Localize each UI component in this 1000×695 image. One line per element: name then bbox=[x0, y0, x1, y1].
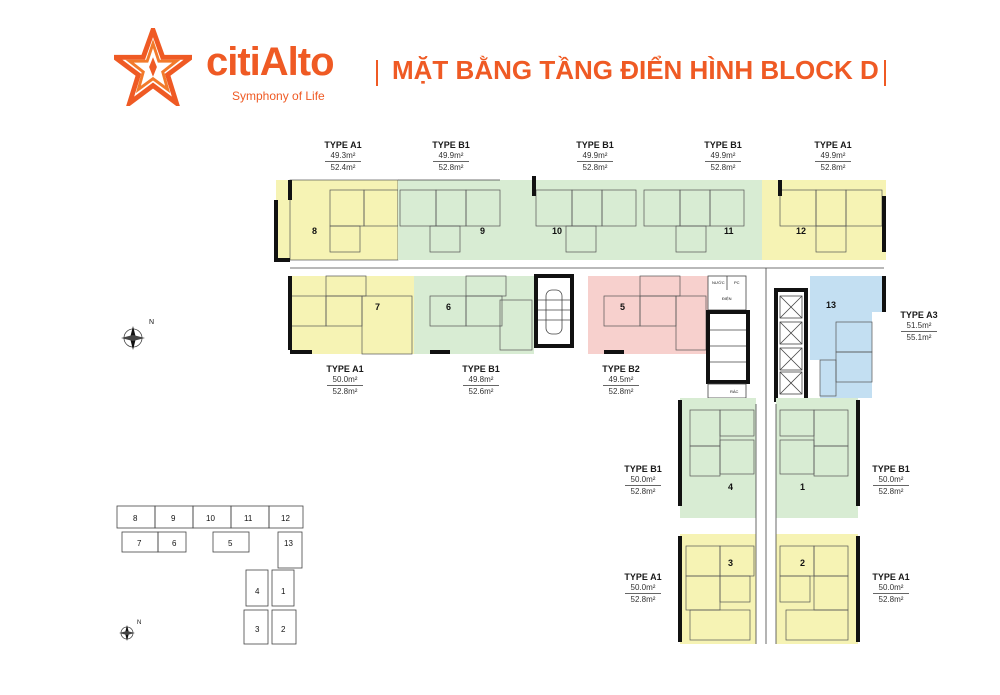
compass-north-label: N bbox=[149, 319, 154, 326]
apartment-number: 2 bbox=[800, 558, 805, 568]
apartment-3[interactable]: 3 bbox=[678, 534, 756, 644]
apartment-number: 9 bbox=[480, 226, 485, 236]
apartment-number: 3 bbox=[728, 558, 733, 568]
key-plan-label: 9 bbox=[171, 514, 176, 523]
unit-label-6: TYPE B1 49.8m² 52.6m² bbox=[462, 364, 500, 397]
title-divider-left bbox=[376, 60, 378, 86]
electric-room-label: ĐIỆN bbox=[722, 296, 732, 301]
compass-small-north-label: N bbox=[137, 620, 141, 626]
apartment-11[interactable]: 11 bbox=[638, 180, 762, 260]
apartment-number: 10 bbox=[552, 226, 562, 236]
citialto-star-logo bbox=[114, 28, 192, 106]
unit-label-1: TYPE B1 50.0m² 52.8m² bbox=[872, 464, 910, 497]
unit-label-8: TYPE A1 49.3m² 52.4m² bbox=[324, 140, 362, 173]
apartment-7[interactable]: 7 bbox=[288, 275, 414, 355]
key-plan-label: 7 bbox=[137, 539, 142, 548]
apartment-number: 11 bbox=[724, 226, 734, 236]
water-room-label: NƯỚC bbox=[712, 280, 725, 285]
unit-label-2: TYPE A1 50.0m² 52.8m² bbox=[872, 572, 910, 605]
apartment-number: 12 bbox=[796, 226, 806, 236]
key-plan-label: 13 bbox=[284, 539, 293, 548]
page-title: MẶT BẰNG TẦNG ĐIỂN HÌNH BLOCK D bbox=[392, 55, 879, 85]
elevator-core bbox=[774, 288, 808, 402]
apartment-12[interactable]: 12 bbox=[762, 180, 886, 260]
apartment-number: 1 bbox=[800, 482, 805, 492]
apartment-number: 4 bbox=[728, 482, 733, 492]
key-plan-label: 8 bbox=[133, 514, 138, 523]
apartment-number: 13 bbox=[826, 300, 836, 310]
brand-tagline: Symphony of Life bbox=[232, 89, 325, 103]
corridor bbox=[290, 267, 884, 644]
technical-core: NƯỚC PC ĐIỆN RÁC bbox=[706, 275, 750, 399]
apartment-number: 8 bbox=[312, 226, 317, 236]
compass-small-icon: N bbox=[119, 620, 141, 641]
compass-icon: N bbox=[121, 319, 154, 350]
apartment-number: 5 bbox=[620, 302, 625, 312]
trash-room-label: RÁC bbox=[730, 389, 739, 394]
apartment-9[interactable]: 9 bbox=[398, 179, 518, 260]
apartment-4[interactable]: 4 bbox=[678, 398, 756, 518]
unit-label-7: TYPE A1 50.0m² 52.8m² bbox=[326, 364, 364, 397]
unit-label-3: TYPE A1 50.0m² 52.8m² bbox=[624, 572, 662, 605]
unit-label-11: TYPE B1 49.9m² 52.8m² bbox=[704, 140, 742, 173]
title-divider-right bbox=[884, 60, 886, 86]
apartment-13[interactable]: 13 bbox=[810, 276, 886, 398]
unit-label-12: TYPE A1 49.9m² 52.8m² bbox=[814, 140, 852, 173]
key-plan-label: 1 bbox=[281, 587, 286, 596]
key-plan-label: 2 bbox=[281, 625, 286, 634]
key-plan-label: 5 bbox=[228, 539, 233, 548]
key-plan-label: 10 bbox=[206, 514, 215, 523]
key-plan-label: 3 bbox=[255, 625, 260, 634]
unit-label-9: TYPE B1 49.9m² 52.8m² bbox=[432, 140, 470, 173]
key-plan-label: 4 bbox=[255, 587, 260, 596]
unit-label-5: TYPE B2 49.5m² 52.8m² bbox=[602, 364, 640, 397]
key-plan-label: 12 bbox=[281, 514, 290, 523]
apartment-5[interactable]: 5 bbox=[588, 275, 708, 354]
stair-core-left bbox=[534, 274, 574, 348]
key-plan-label: 6 bbox=[172, 539, 177, 548]
apartment-1[interactable]: 1 bbox=[776, 398, 860, 518]
apartment-6[interactable]: 6 bbox=[414, 275, 534, 354]
fire-room-label: PC bbox=[734, 280, 740, 285]
apartment-number: 7 bbox=[375, 302, 380, 312]
apartment-10[interactable]: 10 bbox=[518, 176, 638, 260]
apartment-8[interactable]: 8 bbox=[274, 179, 399, 262]
brand-name: citiAlto bbox=[206, 40, 335, 84]
key-plan: 8 9 10 11 12 7 6 5 13 4 1 3 2 bbox=[116, 505, 304, 645]
unit-label-13: TYPE A3 51.5m² 55.1m² bbox=[900, 310, 938, 343]
unit-label-4: TYPE B1 50.0m² 52.8m² bbox=[624, 464, 662, 497]
apartment-2[interactable]: 2 bbox=[776, 534, 860, 644]
apartment-number: 6 bbox=[446, 302, 451, 312]
key-plan-label: 11 bbox=[244, 514, 253, 523]
unit-label-10: TYPE B1 49.9m² 52.8m² bbox=[576, 140, 614, 173]
